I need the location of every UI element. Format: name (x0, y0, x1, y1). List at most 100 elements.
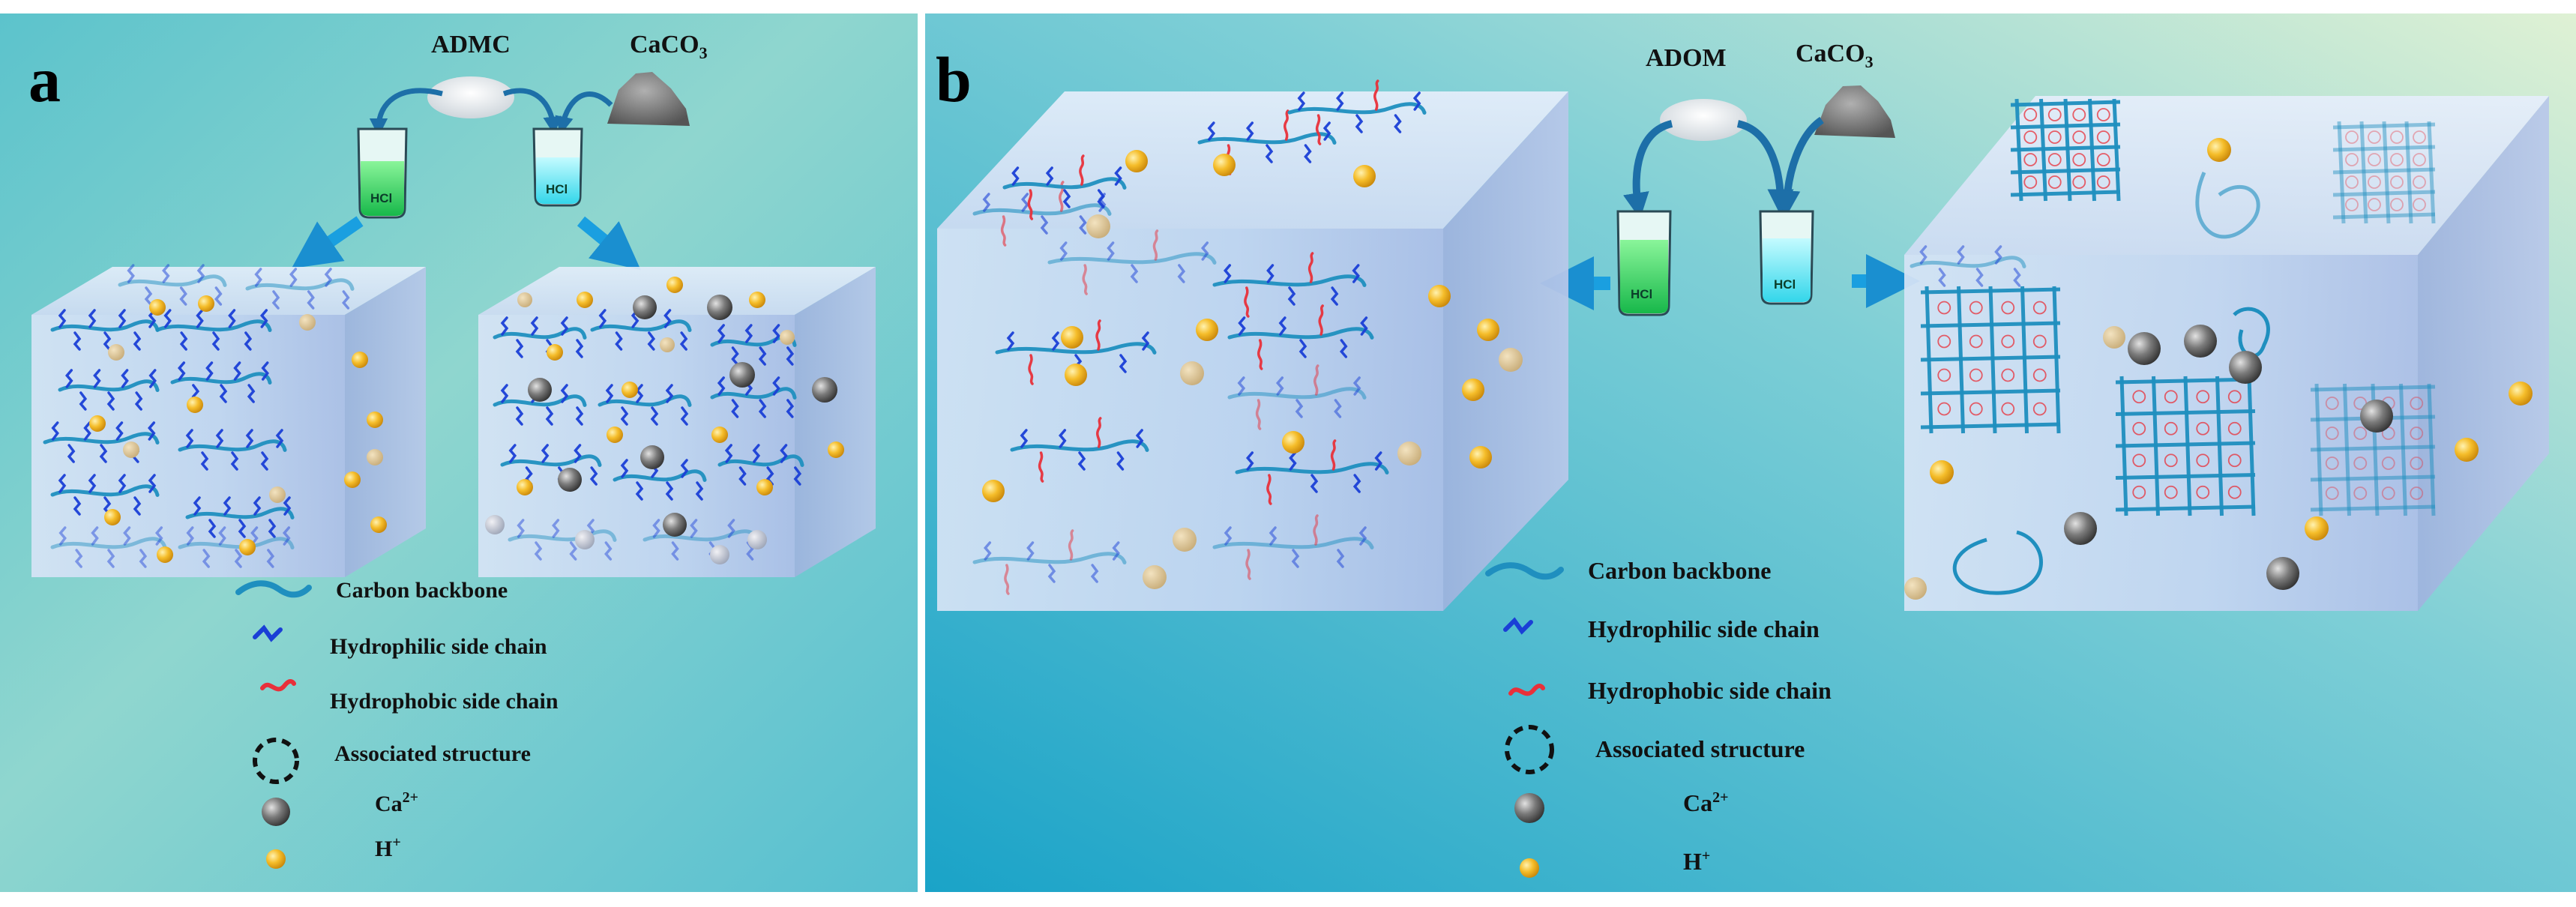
reagent-admc-label: ADMC (431, 31, 511, 58)
hydrophilic-side-chain (1352, 376, 1361, 396)
ca-ion (2266, 557, 2299, 590)
associated-node (2032, 301, 2047, 315)
beaker-right-b-label: HCl (1774, 277, 1796, 292)
hydrophilic-side-chain (205, 361, 214, 381)
hydrophilic-side-chain (1394, 114, 1402, 133)
beaker-right-a-label: HCl (546, 182, 568, 196)
hydrophilic-side-chain (598, 309, 607, 328)
hydrophilic-side-chain (680, 459, 689, 478)
h-ion (2207, 138, 2231, 162)
hydrophilic-side-chain (307, 290, 315, 310)
hydrophilic-side-chain (342, 290, 350, 310)
hydrophobic-side-chain (1004, 564, 1010, 595)
network-strand (2332, 122, 2436, 130)
hydrophilic-side-chain (552, 519, 560, 538)
h-ion (1065, 364, 1087, 386)
hydrophilic-side-chain (1975, 268, 1984, 287)
carbon-backbone (995, 342, 1157, 355)
associated-node (2096, 175, 2110, 189)
associated-node (2345, 153, 2359, 166)
hydrophilic-side-chain (1238, 316, 1246, 336)
network-strand (1920, 355, 2061, 362)
associated-node (2023, 130, 2038, 144)
hydrophilic-side-chain (1097, 189, 1105, 208)
hydrophilic-side-chain (148, 474, 157, 493)
hydrophilic-side-chain (772, 376, 780, 396)
legend-a-associated-icon (253, 738, 299, 784)
hydrophilic-side-chain (1062, 189, 1071, 208)
hydrophilic-side-chain (717, 324, 726, 343)
hydrophilic-side-chain (1040, 215, 1049, 235)
network-strand (2310, 445, 2436, 452)
hydrophilic-side-chain (58, 474, 67, 493)
hydrophilic-side-chain (64, 369, 73, 388)
hydrophilic-side-chain (1330, 286, 1339, 306)
hydrophilic-side-chain (690, 519, 698, 538)
associated-node (2032, 402, 2047, 416)
h-ion (756, 479, 773, 495)
legend-b-carbon-label: Carbon backbone (1588, 557, 1772, 584)
hydrophilic-side-chain (282, 526, 291, 546)
hydrophilic-side-chain (575, 339, 584, 358)
hydrophilic-side-chain (1090, 564, 1099, 583)
h-ion (1904, 577, 1927, 600)
hydrophilic-side-chain (665, 481, 674, 501)
hydrophilic-side-chain (133, 496, 142, 516)
hydrophilic-side-chain (1412, 91, 1421, 111)
hydrophilic-side-chain (1334, 399, 1342, 418)
hydrophilic-side-chain (541, 444, 550, 463)
h-ion (157, 546, 173, 563)
hydrophilic-side-chain (283, 496, 292, 516)
network-strand (2247, 376, 2256, 516)
hydrophilic-side-chain (196, 264, 205, 283)
hydrophilic-side-chain (218, 526, 226, 546)
associated-node (1969, 334, 1983, 349)
hydrophilic-side-chain (260, 451, 269, 471)
arrow-caco3-to-beaker-right (555, 91, 613, 135)
h-ion (1428, 285, 1451, 307)
h-ion (660, 337, 675, 352)
h-ion (2103, 326, 2125, 349)
hydrophilic-side-chain (1358, 526, 1367, 546)
hydrophilic-side-chain (1200, 241, 1209, 261)
associated-node (2096, 108, 2110, 121)
hydrophilic-side-chain (211, 331, 220, 351)
molecular-structures (43, 79, 2533, 600)
network-strand (2359, 121, 2368, 224)
hydrophilic-side-chain (91, 526, 99, 546)
hydrophilic-side-chain (758, 399, 767, 418)
associated-node (2390, 130, 2404, 144)
h-ion (1282, 431, 1304, 454)
hydrophilic-side-chain (717, 376, 726, 396)
associated-loop (2233, 307, 2270, 358)
hydrophilic-side-chain (1058, 429, 1067, 448)
hydrophobic-side-chain (1027, 189, 1034, 220)
hydrophilic-side-chain (1355, 114, 1364, 133)
hydrophilic-side-chain (202, 549, 211, 568)
hydrophilic-side-chain (233, 361, 241, 381)
carbon-backbone (185, 507, 295, 519)
panel-b-label: b (936, 43, 972, 115)
hydrophilic-side-chain (780, 444, 788, 463)
network-strand (2215, 376, 2224, 516)
associated-node (2413, 198, 2426, 211)
hydrophilic-side-chain (83, 421, 91, 441)
associated-node (2164, 454, 2178, 468)
associated-node (2368, 130, 2381, 144)
h-ion (367, 412, 383, 428)
hydrophilic-side-chain (219, 384, 228, 403)
carbon-backbone (50, 537, 167, 549)
hydrophilic-side-chain (663, 309, 672, 328)
network-strand (2115, 504, 2256, 512)
hydrophilic-side-chain (177, 361, 186, 381)
associated-node (2072, 153, 2086, 166)
hydrophilic-side-chain (752, 444, 761, 463)
carbon-backbone (170, 372, 272, 385)
ca-ion (528, 378, 552, 402)
hydrophilic-side-chain (266, 549, 275, 568)
h-ion (780, 330, 795, 345)
beaker-left-b-label: HCl (1631, 287, 1652, 301)
hydrophilic-side-chain (517, 519, 525, 538)
associated-node (2132, 454, 2146, 468)
hydrophilic-side-chain (51, 421, 59, 441)
